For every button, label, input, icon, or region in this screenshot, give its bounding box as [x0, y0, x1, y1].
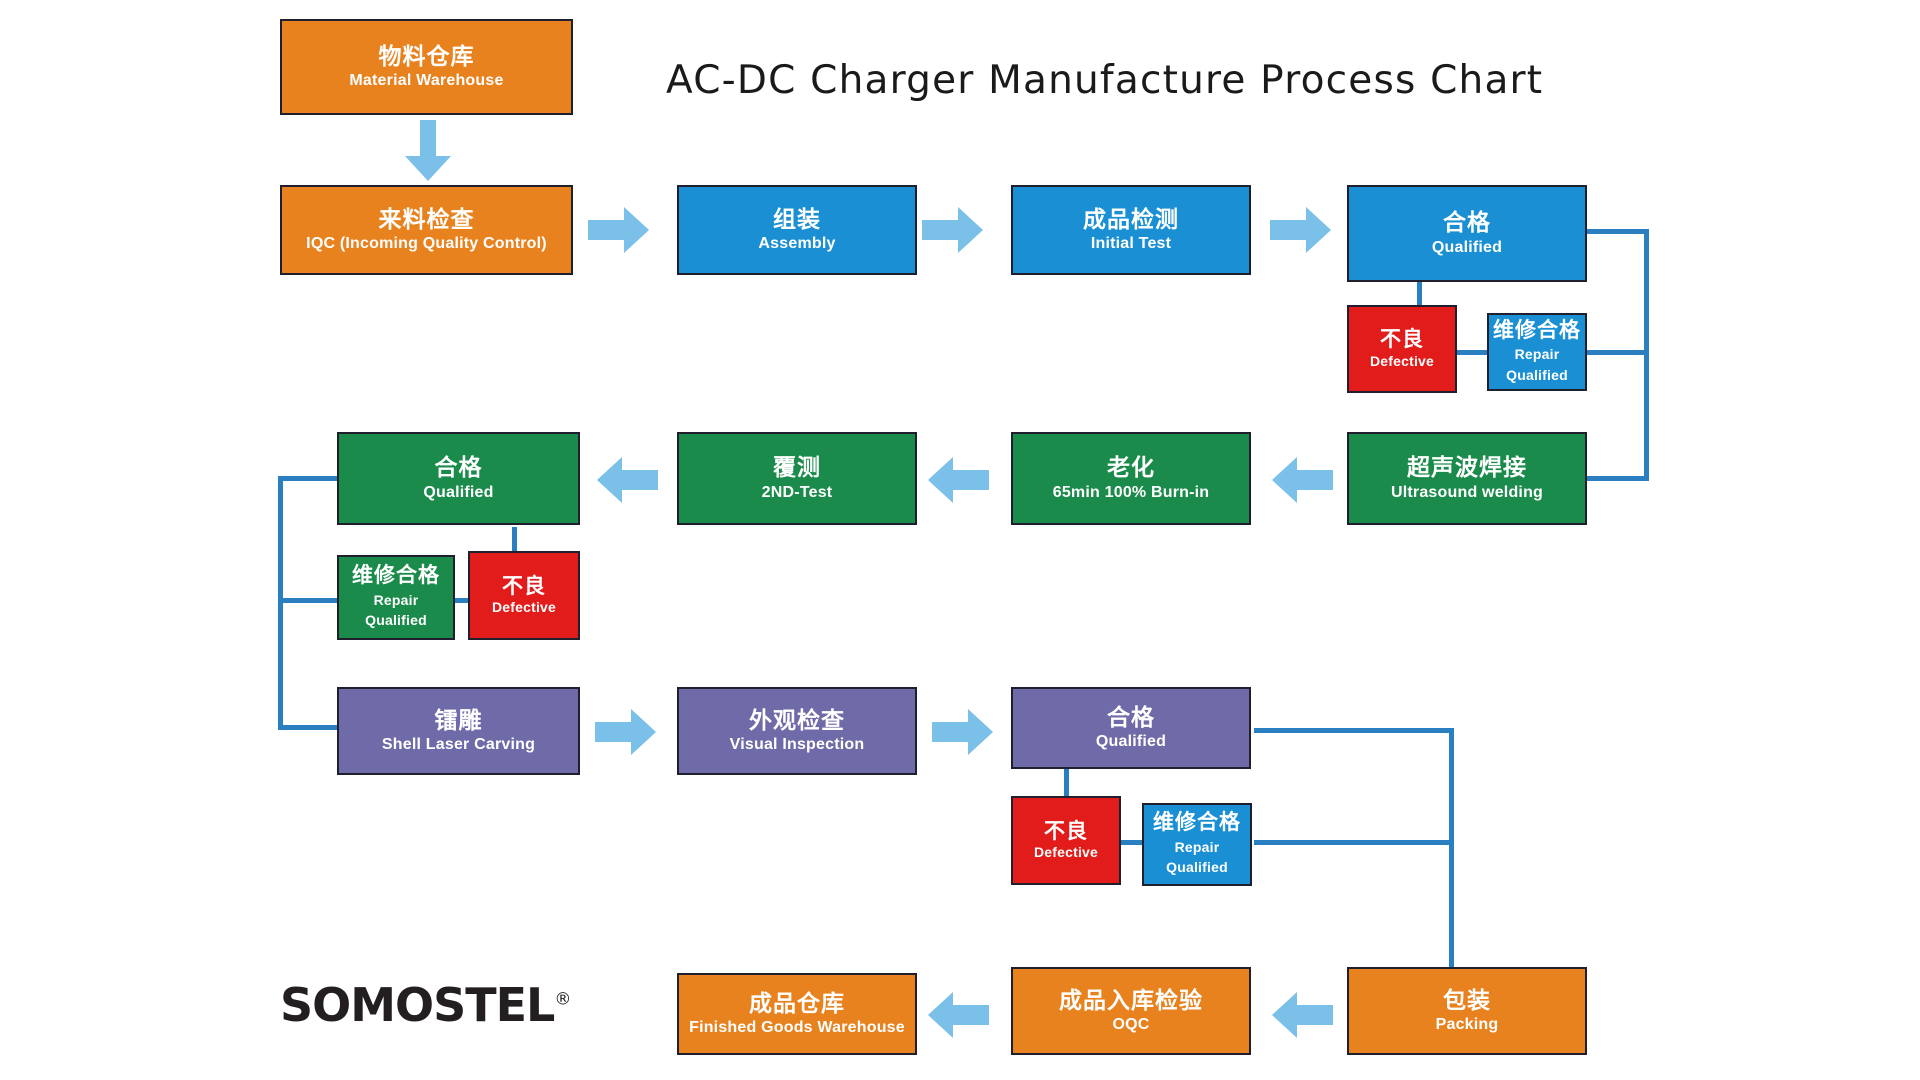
node-label-cn: 超声波焊接 — [1407, 454, 1527, 481]
node-label-cn: 包装 — [1443, 986, 1491, 1013]
node-qualified-purple[interactable]: 合格 Qualified — [1011, 687, 1251, 769]
node-label-en: OQC — [1112, 1016, 1150, 1034]
arrow-left-packing-to-oqc — [1272, 990, 1334, 1040]
node-initial-test[interactable]: 成品检测 Initial Test — [1011, 185, 1251, 275]
registered-trademark-icon: ® — [554, 989, 572, 1010]
connector-left-vertical — [278, 476, 283, 730]
arrow-left-burnin-to-second-test — [928, 455, 990, 505]
node-label-en: Material Warehouse — [349, 72, 504, 90]
arrow-right-initial-test-to-qualified — [1270, 205, 1332, 255]
node-label-en: Qualified — [423, 483, 494, 501]
node-label-cn: 维修合格 — [352, 564, 440, 588]
connector-right-vertical-top — [1644, 229, 1649, 481]
node-label-en: Packing — [1435, 1016, 1499, 1034]
connector-repair1-right — [1583, 350, 1649, 355]
arrow-right-laser-to-visual — [595, 707, 657, 757]
connector-lower-right-vertical — [1449, 728, 1454, 971]
node-label-cn: 合格 — [1107, 703, 1155, 730]
node-label-en: 2ND-Test — [761, 483, 833, 501]
node-label-en: Defective — [1369, 352, 1435, 369]
node-label-cn: 覆测 — [773, 454, 821, 481]
node-oqc[interactable]: 成品入库检验 OQC — [1011, 967, 1251, 1055]
node-iqc[interactable]: 来料检查 IQC (Incoming Quality Control) — [280, 185, 573, 275]
node-laser-carving[interactable]: 镭雕 Shell Laser Carving — [337, 687, 580, 775]
connector-defective3-to-repair3 — [1110, 840, 1146, 845]
node-label-cn: 外观检查 — [749, 706, 845, 733]
node-assembly[interactable]: 组装 Assembly — [677, 185, 917, 275]
node-label-cn: 成品检测 — [1083, 205, 1179, 232]
node-repair-qualified-3[interactable]: 维修合格 Repair Qualified — [1142, 803, 1252, 886]
node-label-cn: 老化 — [1107, 454, 1155, 481]
node-defective-2[interactable]: 不良 Defective — [468, 551, 580, 640]
connector-qualified-green-to-defective2 — [512, 527, 517, 552]
node-label-en: Ultrasound welding — [1390, 483, 1544, 501]
brand-name: SOMOSTEL — [280, 978, 555, 1032]
node-label-cn: 不良 — [1044, 819, 1088, 843]
node-label-cn: 不良 — [502, 574, 546, 598]
node-label-en: Defective — [1033, 844, 1099, 861]
node-label-cn: 镭雕 — [434, 706, 483, 733]
node-packing[interactable]: 包装 Packing — [1347, 967, 1587, 1055]
node-label-cn: 物料仓库 — [378, 42, 475, 69]
node-label-en: Initial Test — [1090, 235, 1172, 253]
node-label-cn: 成品仓库 — [749, 989, 845, 1016]
node-label-cn: 不良 — [1380, 328, 1424, 352]
node-visual-inspection[interactable]: 外观检查 Visual Inspection — [677, 687, 917, 775]
brand-logo: SOMOSTEL® — [280, 978, 571, 1032]
arrow-left-second-test-to-qualified-green — [597, 455, 659, 505]
node-label-cn: 合格 — [434, 454, 483, 481]
node-ultrasound-welding[interactable]: 超声波焊接 Ultrasound welding — [1347, 432, 1587, 525]
node-label-cn: 合格 — [1443, 209, 1491, 236]
node-label-cn: 组装 — [773, 205, 821, 232]
node-label-en-repair: Repair — [1514, 346, 1560, 363]
connector-ultrasound-right — [1583, 476, 1649, 481]
node-label-cn: 来料检查 — [378, 205, 475, 232]
connector-qualified-green-left — [278, 476, 340, 481]
node-label-en: Qualified — [1431, 238, 1503, 256]
arrow-left-oqc-to-finished-warehouse — [928, 990, 990, 1040]
node-label-en: Defective — [491, 599, 557, 616]
node-qualified-blue[interactable]: 合格 Qualified — [1347, 185, 1587, 282]
node-defective-3[interactable]: 不良 Defective — [1011, 796, 1121, 885]
connector-repair2-left — [278, 598, 340, 603]
connector-repair3-right — [1254, 840, 1454, 845]
connector-qualified-purple-right — [1254, 728, 1454, 733]
node-defective-1[interactable]: 不良 Defective — [1347, 305, 1457, 393]
node-label-en-qualified: Qualified — [1166, 859, 1228, 876]
node-label-cn: 维修合格 — [1493, 318, 1581, 342]
node-label-en: Finished Goods Warehouse — [689, 1019, 905, 1037]
arrow-down-warehouse-to-iqc — [402, 120, 454, 182]
node-label-cn: 维修合格 — [1153, 811, 1241, 835]
node-second-test[interactable]: 覆测 2ND-Test — [677, 432, 917, 525]
node-label-en: 65min 100% Burn-in — [1052, 483, 1210, 501]
node-label-en-qualified: Qualified — [1506, 366, 1568, 383]
node-label-en-qualified: Qualified — [365, 612, 427, 629]
arrow-right-assembly-to-initial-test — [922, 205, 984, 255]
node-label-en: Assembly — [758, 235, 836, 253]
node-qualified-green[interactable]: 合格 Qualified — [337, 432, 580, 525]
node-label-cn: 成品入库检验 — [1059, 986, 1203, 1013]
connector-qualified-purple-to-defective3 — [1064, 767, 1069, 797]
node-label-en: IQC (Incoming Quality Control) — [306, 235, 547, 253]
connector-defective1-to-repair1 — [1455, 350, 1491, 355]
connector-qualified-blue-to-defective — [1417, 280, 1422, 306]
connector-qualified-blue-right — [1583, 229, 1649, 234]
node-material-warehouse[interactable]: 物料仓库 Material Warehouse — [280, 19, 573, 115]
page-title: AC-DC Charger Manufacture Process Chart — [666, 58, 1544, 103]
node-label-en-repair: Repair — [1174, 838, 1220, 855]
node-label-en: Qualified — [1095, 733, 1167, 751]
node-label-en: Visual Inspection — [729, 736, 865, 754]
arrow-right-visual-to-qualified-purple — [932, 707, 994, 757]
arrow-left-ultrasound-to-burnin — [1272, 455, 1334, 505]
node-burn-in[interactable]: 老化 65min 100% Burn-in — [1011, 432, 1251, 525]
node-finished-goods-warehouse[interactable]: 成品仓库 Finished Goods Warehouse — [677, 973, 917, 1055]
node-repair-qualified-2[interactable]: 维修合格 Repair Qualified — [337, 555, 455, 640]
connector-laser-carving-left — [278, 725, 340, 730]
node-label-en-repair: Repair — [373, 591, 419, 608]
arrow-right-iqc-to-assembly — [588, 205, 650, 255]
node-repair-qualified-1[interactable]: 维修合格 Repair Qualified — [1487, 313, 1587, 391]
node-label-en: Shell Laser Carving — [381, 736, 536, 754]
